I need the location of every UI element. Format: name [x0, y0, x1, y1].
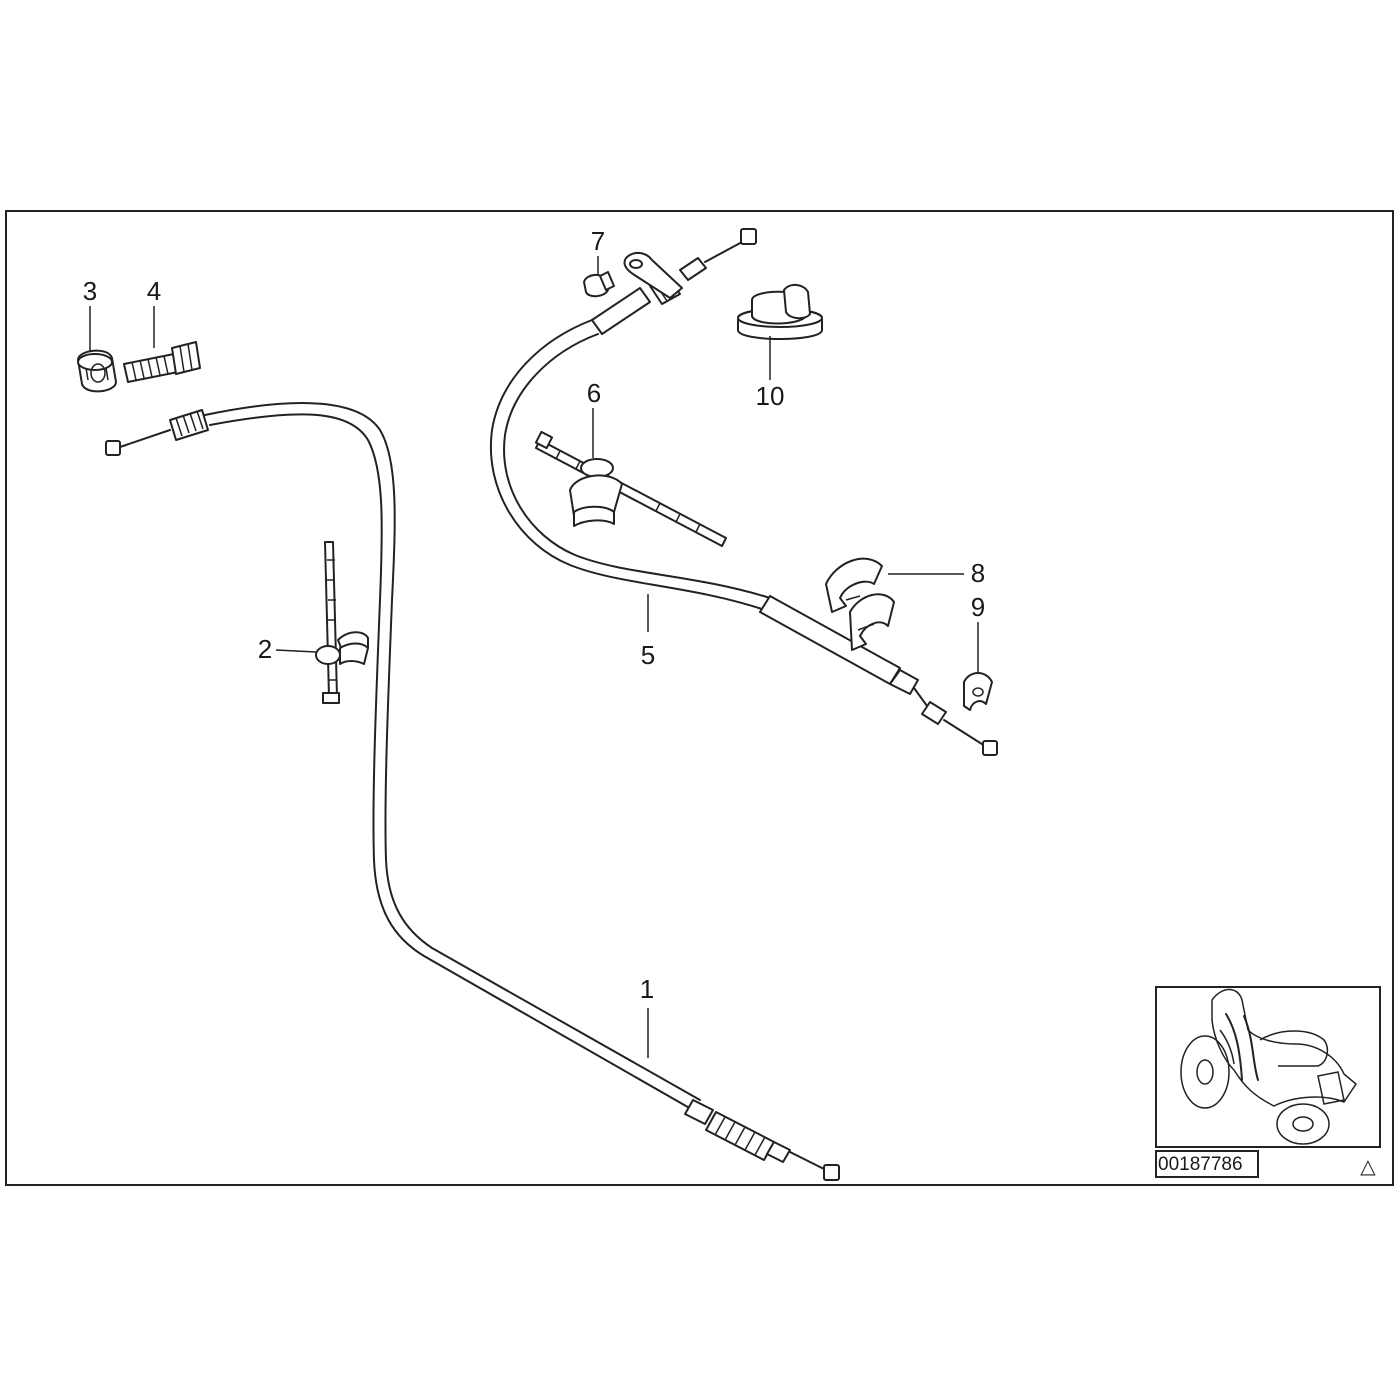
callout-6: 6	[587, 378, 601, 408]
part-number: 00187786	[1158, 1154, 1243, 1175]
cable-part-5[interactable]	[489, 228, 998, 756]
callout-2: 2	[258, 634, 272, 664]
callout-7: 7	[591, 226, 605, 256]
adjusting-screw-part-4[interactable]	[123, 341, 201, 383]
diagram-frame	[5, 210, 1394, 1186]
screw-part-7[interactable]	[583, 271, 615, 298]
motorcycle-thumbnail[interactable]	[1155, 986, 1381, 1148]
cable-part-1[interactable]	[105, 402, 840, 1181]
callout-4: 4	[147, 276, 161, 306]
callout-8: 8	[971, 558, 985, 588]
warning-triangle-icon: △	[1360, 1154, 1376, 1178]
leader-lines	[89, 256, 979, 1058]
callout-10: 10	[756, 381, 785, 411]
cable-strap-part-6[interactable]	[534, 430, 727, 547]
grommet-part-10[interactable]	[737, 284, 823, 340]
part-number-box	[1155, 1150, 1259, 1178]
callout-9: 9	[971, 592, 985, 622]
callout-3: 3	[83, 276, 97, 306]
callout-5: 5	[641, 640, 655, 670]
clip-part-8[interactable]	[825, 557, 895, 651]
callout-1: 1	[640, 974, 654, 1004]
clip-part-9[interactable]	[963, 672, 993, 711]
knurled-nut-part-3[interactable]	[77, 349, 117, 393]
cable-tie-part-2[interactable]	[315, 541, 369, 704]
